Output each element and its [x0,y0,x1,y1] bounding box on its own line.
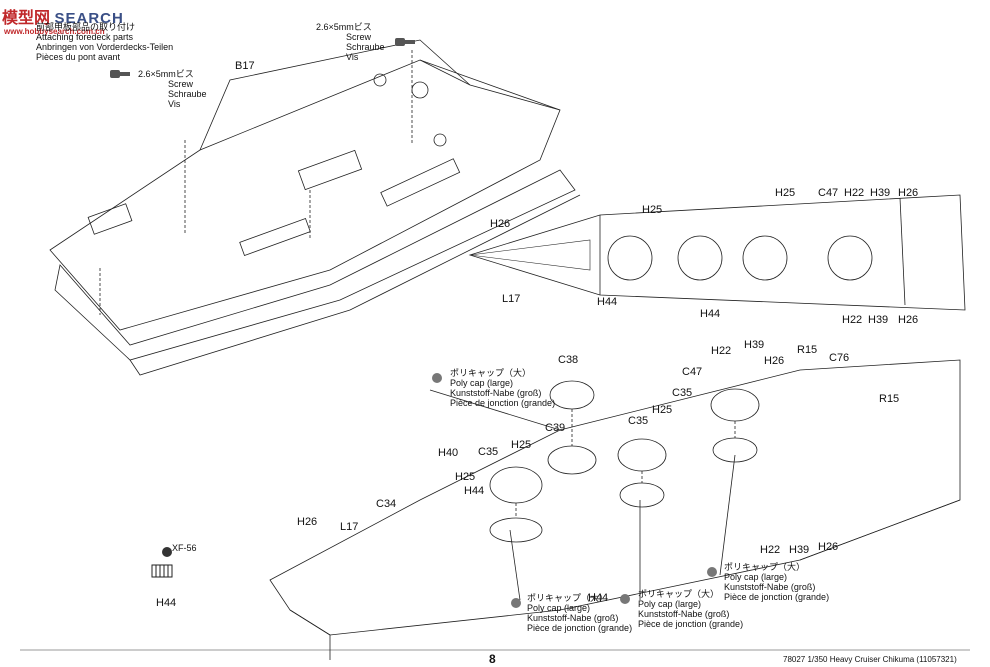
polycap-callout-2: ポリキャップ（大） Poly cap (large) Kunststoff-Na… [527,593,632,633]
polycap-2-de: Kunststoff-Nabe (groß) [527,613,619,623]
polycap-1-fr: Pièce de jonction (grande) [450,398,556,408]
label-c35-c: C35 [672,387,693,399]
label-c39: C39 [545,422,566,434]
step-title: 前部甲板部品の取り付け Attaching foredeck parts Anb… [36,22,173,62]
polycap-callout-1: ポリキャップ（大） Poly cap (large) Kunststoff-Na… [450,368,555,408]
label-r15-a: R15 [797,344,818,356]
label-c35-b: C35 [628,415,649,427]
polycap-icon-3 [620,594,630,604]
polycap-2-en: Poly cap (large) [527,603,591,613]
label-h40: H40 [438,447,459,459]
screw-left-size: 2.6×5mmビス [138,69,194,79]
watermark-site: www.hobbysearch.com.cn [4,27,105,36]
polycap-1-de: Kunststoff-Nabe (groß) [450,388,542,398]
label-h26-b: H26 [818,541,839,553]
screw-left-fr: Vis [168,99,181,109]
step-title-en: Attaching foredeck parts [36,32,134,42]
label-h44-part: H44 [156,597,177,609]
watermark-chinese: 模型 [2,10,35,27]
label-h44-top: H44 [597,296,618,308]
label-h26-a: H26 [297,516,318,528]
label-c47-right: C47 [818,187,839,199]
foredeck-plan [468,194,966,311]
polycap-3-jp: ポリキャップ（大） [638,589,720,599]
watermark: 模型网 SEARCH [2,4,124,28]
step-title-jp: 前部甲板部品の取り付け [36,22,136,32]
screw-callout-top: 2.6×5mmビス Screw Schraube Vis [316,22,385,62]
screw-left-de: Schraube [168,89,207,99]
watermark-chinese-2: 网 [34,10,51,27]
label-h25-c: H25 [455,471,476,483]
label-h22-a: H22 [760,544,781,556]
label-h26-right-bottom: H26 [898,314,919,326]
screw-left-en: Screw [168,79,194,89]
label-l17-a: L17 [340,521,359,533]
label-h44-mid: H44 [700,308,721,320]
polycap-4-en: Poly cap (large) [724,572,788,582]
step-title-fr: Pièces du pont avant [36,52,121,62]
label-c35-a: C35 [478,446,499,458]
label-c47-a: C47 [682,366,703,378]
label-l17-top: L17 [502,293,521,305]
polycap-callout-3: ポリキャップ（大） Poly cap (large) Kunststoff-Na… [638,589,743,629]
polycap-2-fr: Pièce de jonction (grande) [527,623,633,633]
footer-product: 78027 1/350 Heavy Cruiser Chikuma (11057… [783,655,957,664]
label-b17: B17 [235,60,255,72]
screw-top-size: 2.6×5mmビス [316,22,372,32]
polycap-4-jp: ポリキャップ（大） [724,562,806,572]
screw-top-de: Schraube [346,42,385,52]
step-title-de: Anbringen von Vorderdecks-Teilen [36,42,174,52]
label-h22-c: H22 [711,345,732,357]
polycap-1-en: Poly cap (large) [450,378,514,388]
label-h39-right: H39 [870,187,891,199]
h44-part-icon [151,547,173,578]
label-h39-a: H39 [789,544,810,556]
polycap-3-en: Poly cap (large) [638,599,702,609]
label-xf56: XF-56 [172,543,197,553]
polycap-icon-4 [707,567,717,577]
polycap-1-jp: ポリキャップ（大） [450,368,532,378]
label-c38: C38 [558,354,579,366]
hull-section-top [54,169,576,361]
screw-callout-left: 2.6×5mmビス Screw Schraube Vis [138,69,207,109]
label-r15-b: R15 [879,393,900,405]
polycap-4-de: Kunststoff-Nabe (groß) [724,582,816,592]
label-h25-top: H25 [642,204,663,216]
label-h25-a: H25 [511,439,532,451]
page-number: 8 [489,652,496,666]
label-h26-c: H26 [764,355,785,367]
polycap-callout-4: ポリキャップ（大） Poly cap (large) Kunststoff-Na… [724,562,829,602]
label-c76: C76 [829,352,850,364]
screw-top-fr: Vis [346,52,359,62]
label-h25-b: H25 [652,404,673,416]
label-h25-right: H25 [775,187,796,199]
screw-top-en: Screw [346,32,372,42]
label-h39-c: H39 [744,339,765,351]
screw-icon-left [110,70,120,78]
label-h26-right: H26 [898,187,919,199]
label-h26-top: H26 [490,218,511,230]
label-c34: C34 [376,498,397,510]
label-h39-right-bottom: H39 [868,314,889,326]
polycap-icon-1 [432,373,442,383]
upper-deck-plate [49,59,561,331]
label-h22-right-bottom: H22 [842,314,863,326]
polycap-3-de: Kunststoff-Nabe (groß) [638,609,730,619]
screw-icon-top [395,38,405,46]
watermark-brand: SEARCH [54,10,124,27]
label-h44-b: H44 [588,592,609,604]
polycap-2-jp: ポリキャップ（大） [527,593,609,603]
polycap-icon-2 [511,598,521,608]
label-h22-right: H22 [844,187,865,199]
polycap-3-fr: Pièce de jonction (grande) [638,619,744,629]
label-h44-a: H44 [464,485,485,497]
polycap-4-fr: Pièce de jonction (grande) [724,592,830,602]
